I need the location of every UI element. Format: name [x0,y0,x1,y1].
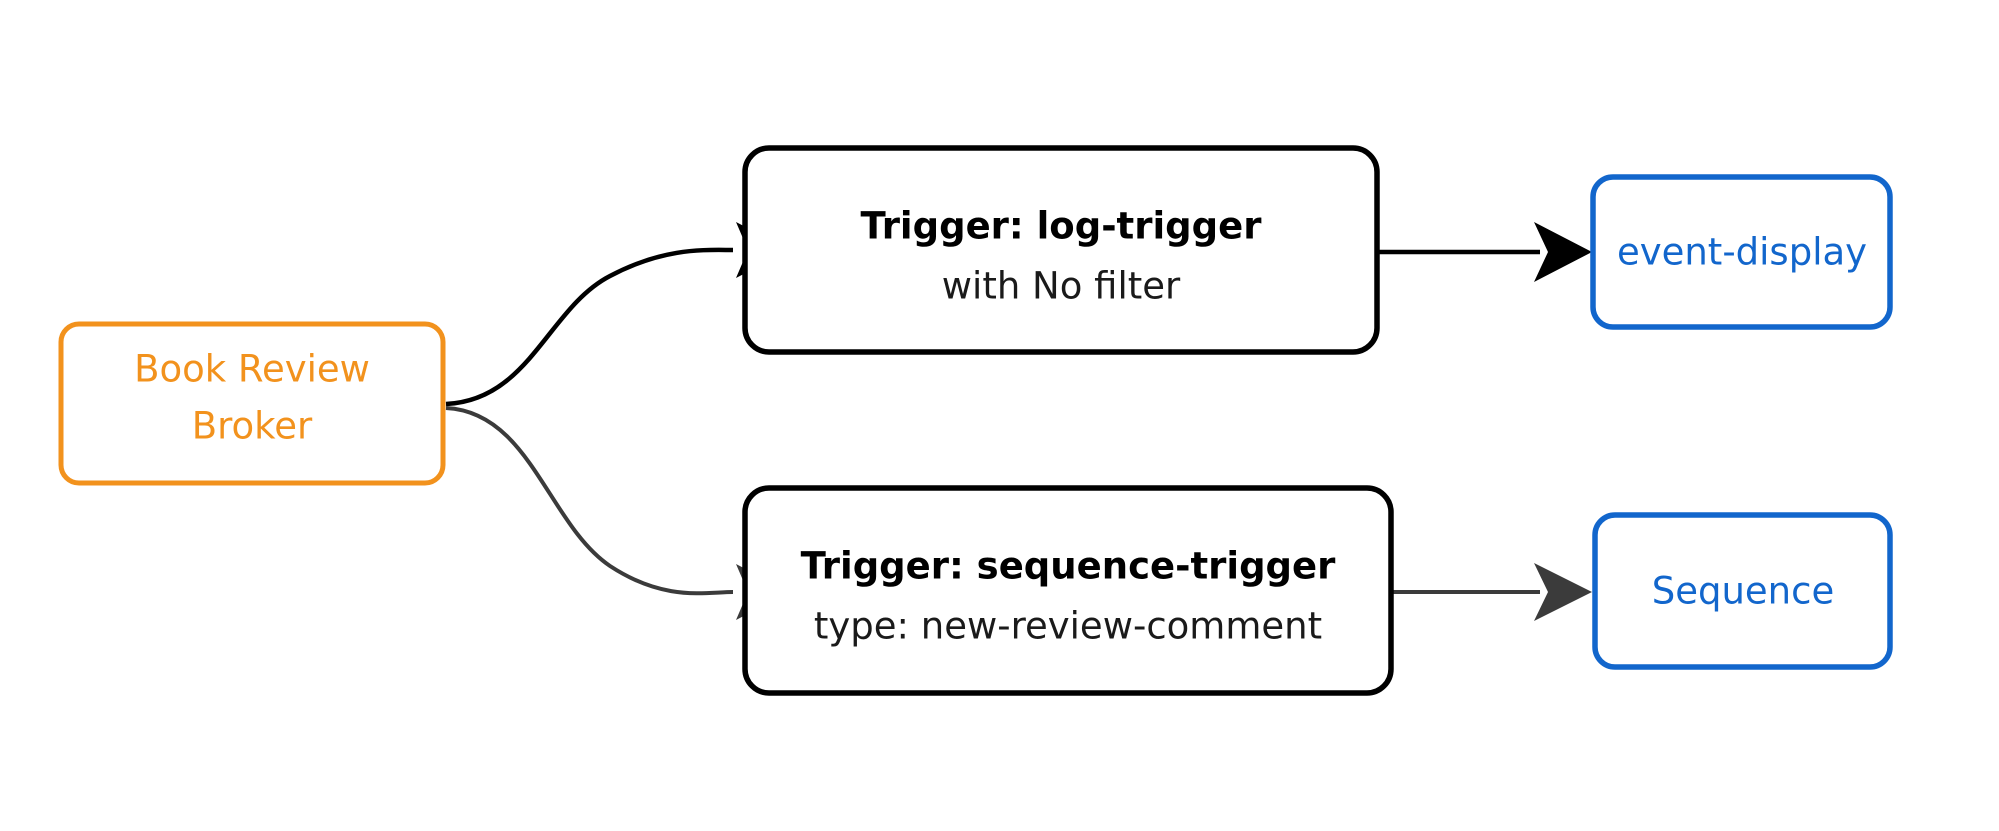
node-trigger-log-trigger-box[interactable] [742,145,1380,355]
node-endpoint-sequence[interactable]: Sequence [1592,512,1893,670]
node-book-review-broker-label-line2: Broker [192,405,313,448]
node-trigger-sequence-trigger[interactable]: Trigger: sequence-trigger type: new-revi… [742,485,1394,696]
node-endpoint-event-display-label: event-display [1617,231,1867,274]
node-endpoint-sequence-box[interactable] [1592,512,1893,670]
node-endpoint-event-display[interactable]: event-display [1590,174,1893,330]
edge-broker-to-log-trigger [445,222,790,407]
edge-log-trigger-to-event-display-arrowhead [1534,222,1592,282]
node-endpoint-event-display-box[interactable] [1590,174,1893,330]
node-book-review-broker-label-line1: Book Review [134,348,370,391]
node-trigger-log-trigger-subtitle: with No filter [942,265,1181,308]
edge-broker-to-sequence-trigger [445,406,790,620]
node-trigger-sequence-trigger-subtitle: type: new-review-comment [814,605,1322,648]
node-trigger-log-trigger-title: Trigger: log-trigger [861,205,1263,248]
node-endpoint-sequence-label: Sequence [1652,570,1835,613]
edge-log-trigger-to-event-display [1377,222,1592,282]
edge-sequence-trigger-to-sequence [1391,563,1592,621]
edge-broker-to-sequence-trigger-path [445,406,734,596]
node-trigger-sequence-trigger-box[interactable] [742,485,1394,696]
edge-broker-to-log-trigger-path [445,247,734,407]
node-trigger-log-trigger[interactable]: Trigger: log-trigger with No filter [742,145,1380,355]
node-book-review-broker-box[interactable] [58,321,446,486]
node-trigger-sequence-trigger-title: Trigger: sequence-trigger [801,545,1337,588]
node-book-review-broker[interactable]: Book Review Broker [58,321,446,486]
edge-sequence-trigger-to-sequence-arrowhead [1534,563,1592,621]
